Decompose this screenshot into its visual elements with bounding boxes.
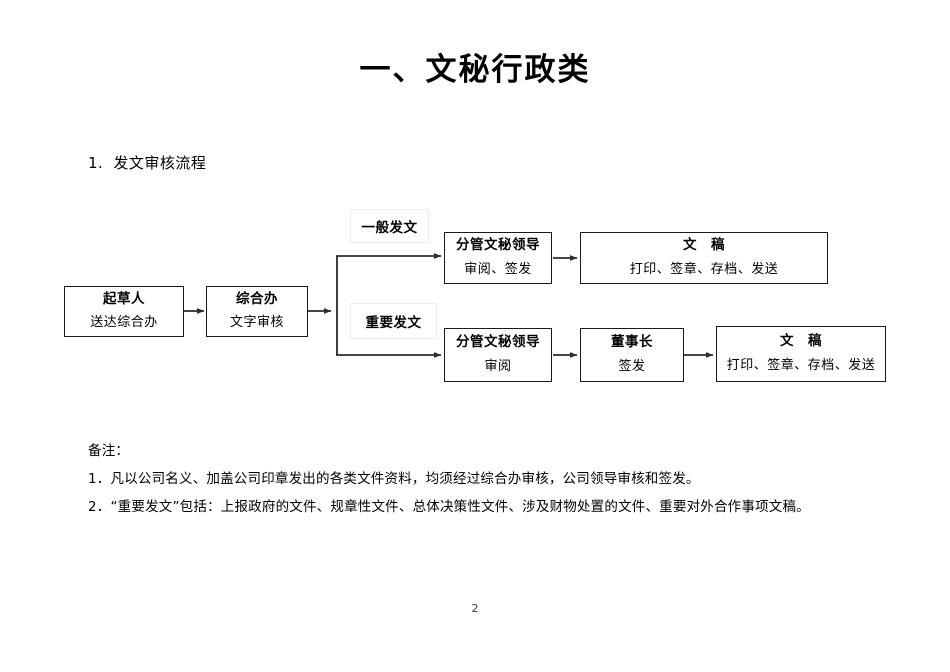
flow-node-subtitle: 文字审核 xyxy=(229,315,284,331)
notes-section: 备注： 1．凡以公司名义、加盖公司印章发出的各类文件资料，均须经过综合办审核，公… xyxy=(88,437,908,521)
note-item-2: 2．“重要发文”包括：上报政府的文件、规章性文件、总体决策性文件、涉及财物处置的… xyxy=(88,499,810,515)
flow-node-title: 文 稿 xyxy=(780,333,822,350)
section-number: 1. xyxy=(88,154,104,172)
page-title: 一、文秘行政类 xyxy=(359,52,591,88)
notes-heading: 备注： xyxy=(88,443,130,459)
branch-label-important-dispatch: 重要发文 xyxy=(350,303,437,339)
section-label: 发文审核流程 xyxy=(113,154,207,172)
flow-node-drafter[interactable]: 起草人 送达综合办 xyxy=(64,286,184,337)
flow-node-subtitle: 打印、签章、存档、发送 xyxy=(629,261,779,277)
branch-label-text: 一般发文 xyxy=(361,220,418,236)
flow-node-title: 分管文秘领导 xyxy=(456,334,540,351)
page-number: 2 xyxy=(471,602,479,615)
flow-node-manuscript-important[interactable]: 文 稿 打印、签章、存档、发送 xyxy=(716,326,886,382)
section-heading: 1. 发文审核流程 xyxy=(88,152,206,173)
flow-node-subtitle: 打印、签章、存档、发送 xyxy=(726,357,876,373)
flow-node-secretary-lead-review-sign[interactable]: 分管文秘领导 审阅、签发 xyxy=(444,232,552,284)
flow-node-subtitle: 签发 xyxy=(618,358,646,374)
flow-node-title: 分管文秘领导 xyxy=(456,237,540,254)
flow-node-subtitle: 审阅 xyxy=(484,358,512,374)
flow-node-title: 起草人 xyxy=(103,290,145,307)
flow-node-title: 董事长 xyxy=(611,334,653,351)
flow-node-manuscript-general[interactable]: 文 稿 打印、签章、存档、发送 xyxy=(580,232,828,284)
flow-node-chairman[interactable]: 董事长 签发 xyxy=(580,328,684,382)
flow-node-title: 综合办 xyxy=(236,290,278,307)
note-item-1: 1．凡以公司名义、加盖公司印章发出的各类文件资料，均须经过综合办审核，公司领导审… xyxy=(88,471,700,487)
flow-node-subtitle: 审阅、签发 xyxy=(464,261,532,277)
branch-label-general-dispatch: 一般发文 xyxy=(350,209,429,243)
branch-label-text: 重要发文 xyxy=(365,315,422,331)
flow-node-secretary-lead-review[interactable]: 分管文秘领导 审阅 xyxy=(444,328,552,382)
flow-node-subtitle: 送达综合办 xyxy=(90,315,158,331)
flow-node-title: 文 稿 xyxy=(683,237,725,254)
flow-node-general-office[interactable]: 综合办 文字审核 xyxy=(206,286,308,337)
